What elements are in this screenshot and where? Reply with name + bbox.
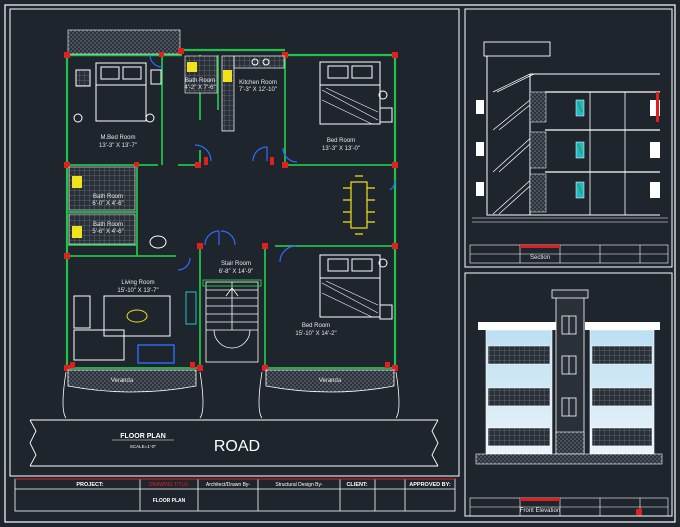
master-bed-furniture <box>73 62 162 123</box>
section-caption: Section <box>530 255 550 261</box>
m-bed-name: M.Bed Room <box>100 135 135 141</box>
bed1-name: Bed Room <box>327 138 355 144</box>
bed2-name: Bed Room <box>302 323 330 329</box>
section-title-block <box>469 244 669 264</box>
front-elevation <box>475 289 663 465</box>
floor-plan-scale: SCALE=1'-0" <box>130 444 157 449</box>
veranda-right <box>265 369 395 393</box>
veranda1-label: Veranda <box>111 378 134 384</box>
veranda-arcs <box>62 371 400 419</box>
veranda-left <box>67 369 197 393</box>
kitchen-counter <box>221 55 235 132</box>
bath1-name: Bath Room <box>185 78 215 84</box>
master-door <box>149 54 163 68</box>
stair-size: 6'-8" X 14'-9" <box>219 269 254 275</box>
living-furniture <box>73 291 197 361</box>
bath3-size: 5'-6" X 4'-6" <box>92 229 123 235</box>
staircase <box>205 281 259 363</box>
bed2-furniture <box>319 254 393 320</box>
drawing-title-label: DRAWING TITLE: <box>149 482 189 488</box>
elevation-stair-windows <box>561 315 577 417</box>
architect-label: Architect/Drawn By- <box>206 482 251 488</box>
drawing-name: FLOOR PLAN <box>153 498 186 504</box>
dining-table <box>343 175 375 235</box>
stair-name: Stair Room <box>221 261 251 267</box>
sink-icon <box>223 70 232 82</box>
elevation-balconies <box>487 345 653 447</box>
veranda-columns <box>70 362 390 368</box>
title-block <box>14 478 456 512</box>
project-label: PROJECT: <box>76 482 103 488</box>
road-label: ROAD <box>214 438 260 455</box>
kitchen-counter-top <box>233 55 285 69</box>
bath2-floor <box>68 166 136 211</box>
sheet-border <box>4 4 676 523</box>
bath3-name: Bath Room <box>93 222 123 228</box>
door-markers <box>204 157 274 165</box>
interior-walls <box>67 55 395 369</box>
room-labels: M.Bed Room 13'-3" X 13'-7" Bath Room 4'-… <box>92 78 360 384</box>
client-label: CLIENT: <box>346 482 367 488</box>
bed1-size: 13'-3" X 13'-0" <box>322 146 360 152</box>
floor-plan: M.Bed Room 13'-3" X 13'-7" Bath Room 4'-… <box>29 29 439 467</box>
m-bed-size: 13'-3" X 13'-7" <box>99 143 137 149</box>
section-panel-border <box>464 8 673 268</box>
section-windows <box>476 99 660 199</box>
approved-label: APPROVED BY: <box>409 482 451 488</box>
plan-panel-border <box>9 8 460 477</box>
structural-columns <box>64 48 398 371</box>
bath2-name: Bath Room <box>93 194 123 200</box>
door-swings <box>117 144 396 271</box>
section-railings <box>529 91 547 213</box>
kitchen-name: Kitchen Room <box>239 80 277 86</box>
floor-plan-title: FLOOR PLAN <box>120 433 166 440</box>
elevation-title-block <box>469 497 669 517</box>
living-name: Living Room <box>121 280 154 286</box>
bed1-furniture <box>319 61 393 125</box>
veranda2-label: Veranda <box>319 378 342 384</box>
bath2-size: 6'-0" X 4'-6" <box>92 201 123 207</box>
wc-icon-2 <box>72 176 82 188</box>
structural-label: Structural Design By- <box>275 482 323 488</box>
bed2-size: 15'-10" X 14'-2" <box>295 331 336 337</box>
building-section <box>472 41 668 223</box>
elevation-caption: Front Elevation <box>520 508 560 514</box>
bath1-floor <box>184 55 218 94</box>
wc-icon-3 <box>72 226 82 238</box>
bath1-size: 4'-2" X 7'-6" <box>184 85 215 91</box>
stair-handrail <box>202 279 262 287</box>
road-strip <box>29 419 439 467</box>
living-size: 15'-10" X 13'-7" <box>117 288 158 294</box>
tv-unit <box>137 344 175 364</box>
kitchen-size: 7'-3" X 12'-10" <box>239 87 277 93</box>
balcony-hatch <box>67 29 181 55</box>
stove-icon <box>251 58 270 66</box>
wash-basin <box>149 235 167 249</box>
wc-icon <box>187 62 197 72</box>
